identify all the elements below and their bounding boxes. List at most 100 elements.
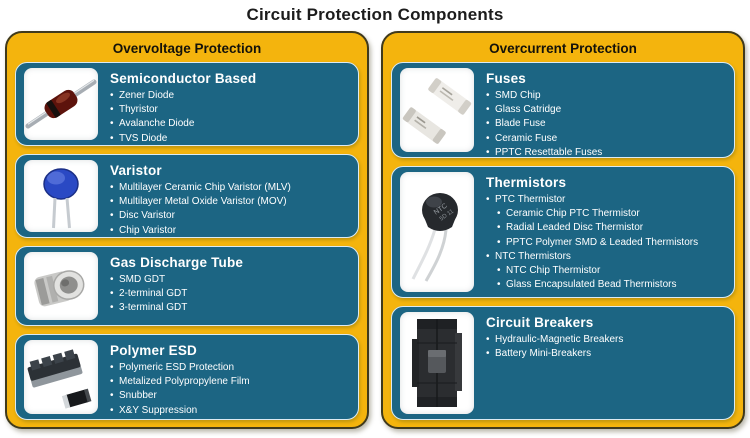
list-item-label: 3-terminal GDT (119, 302, 188, 314)
fuses-illustration (402, 78, 472, 144)
bullet-icon: • (486, 146, 490, 158)
bullet-icon: • (110, 182, 114, 193)
bullet-icon: • (486, 90, 490, 101)
card-title: Fuses (486, 71, 527, 86)
list-item-label: Glass Encapsulated Bead Thermistors (506, 279, 677, 291)
list-item: •Ceramic Chip PTC Thermistor (486, 207, 726, 221)
list-item: • NTC Thermistors (486, 250, 726, 264)
card-title: Varistor (110, 163, 162, 178)
list-item: •PPTC Polymer SMD & Leaded Thermistors (486, 236, 726, 250)
card-content: Polymer ESD •Polymeric ESD Protection •M… (110, 340, 350, 418)
bullet-icon: • (110, 224, 114, 236)
diode-illustration (25, 79, 97, 129)
card-title: Gas Discharge Tube (110, 255, 244, 270)
bullet-icon: • (110, 302, 114, 314)
bullet-icon: • (110, 390, 114, 402)
list-item-label: Glass Catridge (495, 104, 562, 116)
thermistor-photo: NTC 5D 11 (400, 172, 474, 292)
list-item-label: NTC Thermistors (495, 250, 571, 262)
circuit-breaker-photo (400, 312, 474, 414)
card-item-list: •Multilayer Ceramic Chip Varistor (MLV) … (110, 181, 350, 237)
list-item: • Snubber (110, 389, 350, 403)
card-item-list: •SMD Chip •Glass Catridge •Blade Fuse •C… (486, 89, 726, 158)
list-item: • PTC Thermistor (486, 193, 726, 207)
list-item-label: PPTC Resettable Fuses (495, 146, 603, 158)
bullet-icon: • (110, 210, 114, 222)
bullet-icon: • (110, 376, 114, 388)
list-item-label: Multilayer Ceramic Chip Varistor (MLV) (119, 182, 291, 193)
fuses-photo (400, 68, 474, 152)
list-item: •Zener Diode (110, 89, 350, 103)
list-item: •TVS Diode (110, 132, 350, 145)
list-item-label: Multilayer Metal Oxide Varistor (MOV) (119, 196, 287, 208)
card-semiconductor-based: Semiconductor Based •Zener Diode •Thyris… (15, 62, 359, 146)
bullet-icon: • (486, 194, 490, 205)
list-item-label: Battery Mini-Breakers (495, 348, 592, 360)
list-item-label: PTC Thermistor (495, 194, 566, 205)
list-item: • Metalized Polypropylene Film (110, 375, 350, 389)
list-item: •Disc Varistor (110, 209, 350, 223)
list-item: • Multilayer Ceramic Chip Varistor (MLV) (110, 181, 350, 195)
list-item: • Glass Encapsulated Bead Thermistors (486, 278, 726, 292)
list-item: •Avalanche Diode (110, 117, 350, 131)
list-item-label: Avalanche Diode (119, 118, 195, 130)
list-item-label: Chip Varistor (119, 224, 177, 236)
list-item-label: PPTC Polymer SMD & Leaded Thermistors (506, 236, 699, 248)
panel-header-overvoltage: Overvoltage Protection (112, 41, 262, 56)
list-item: • Battery Mini-Breakers (486, 347, 726, 361)
list-item-label: Zener Diode (119, 90, 175, 101)
list-item-label: Hydraulic-Magnetic Breakers (495, 334, 624, 345)
varistor-photo (24, 160, 98, 232)
list-item: • PPTC Resettable Fuses (486, 146, 726, 158)
list-item: • NTC Chip Thermistor (486, 264, 726, 278)
card-item-list: •Zener Diode •Thyristor •Avalanche Diode… (110, 89, 350, 145)
card-title: Semiconductor Based (110, 71, 257, 86)
list-item: •Polymeric ESD Protection (110, 361, 350, 375)
card-stack: Semiconductor Based •Zener Diode •Thyris… (15, 62, 359, 420)
card-content: Fuses •SMD Chip • Glass Catridge •Blade F… (486, 68, 726, 158)
bullet-icon: • (497, 265, 501, 277)
card-item-list: • SMD GDT • 2-terminal GDT • 3-terminal GDT (110, 273, 350, 316)
bullet-icon: • (486, 250, 490, 262)
list-item-label: TVS Diode (119, 132, 168, 144)
card-item-list: • Hydraulic-Magnetic Breakers • Battery Mi… (486, 333, 726, 361)
card-title: Circuit Breakers (486, 315, 594, 330)
list-item-label: Snubber (119, 390, 157, 402)
diode-photo (24, 68, 98, 140)
list-item-label: SMD GDT (119, 274, 166, 285)
list-item-label: NTC Chip Thermistor (506, 265, 601, 277)
bullet-icon: • (486, 118, 490, 130)
card-item-list: •PTC Thermistor •Ceramic Chip PTC Thermi… (486, 193, 726, 292)
card-content: Varistor • Multilayer Ceramic Chip Varist… (110, 160, 350, 237)
list-item: •SMD Chip (486, 89, 726, 103)
bullet-icon: • (486, 334, 490, 345)
list-item-label: Ceramic Chip PTC Thermistor (506, 208, 640, 220)
bullet-icon: • (110, 274, 114, 285)
list-item: •Ceramic Fuse (486, 132, 726, 146)
panel-overcurrent-protection: Overcurrent Protection (381, 31, 745, 429)
list-item-label: Polymeric ESD Protection (119, 362, 235, 373)
panel-overvoltage-protection: Overvoltage Protection (5, 31, 369, 429)
list-item-label: Metalized Polypropylene Film (119, 376, 250, 388)
bullet-icon: • (110, 288, 114, 300)
list-item-label: 2-terminal GDT (119, 288, 188, 300)
bullet-icon: • (486, 348, 490, 360)
list-item: • X&Y Suppression (110, 404, 350, 418)
list-item: • 2-terminal GDT (110, 287, 350, 301)
bullet-icon: • (110, 196, 114, 208)
list-item-label: Radial Leaded Disc Thermistor (506, 222, 644, 234)
list-item: • SMD GDT (110, 273, 350, 287)
polymer-esd-photo (24, 340, 98, 414)
thermistor-illustration: NTC 5D 11 (411, 193, 458, 282)
panel-row: Overvoltage Protection (0, 31, 750, 429)
list-item-label: Thyristor (119, 104, 158, 116)
list-item: •Blade Fuse (486, 117, 726, 131)
bullet-icon: • (110, 404, 114, 416)
list-item-label: X&Y Suppression (119, 404, 198, 416)
list-item-label: Ceramic Fuse (495, 132, 558, 144)
bullet-icon: • (497, 222, 501, 234)
card-circuit-breakers: Circuit Breakers • Hydraulic-Magnetic Bre… (391, 306, 735, 420)
list-item: • Hydraulic-Magnetic Breakers (486, 333, 726, 347)
bullet-icon: • (497, 279, 501, 291)
